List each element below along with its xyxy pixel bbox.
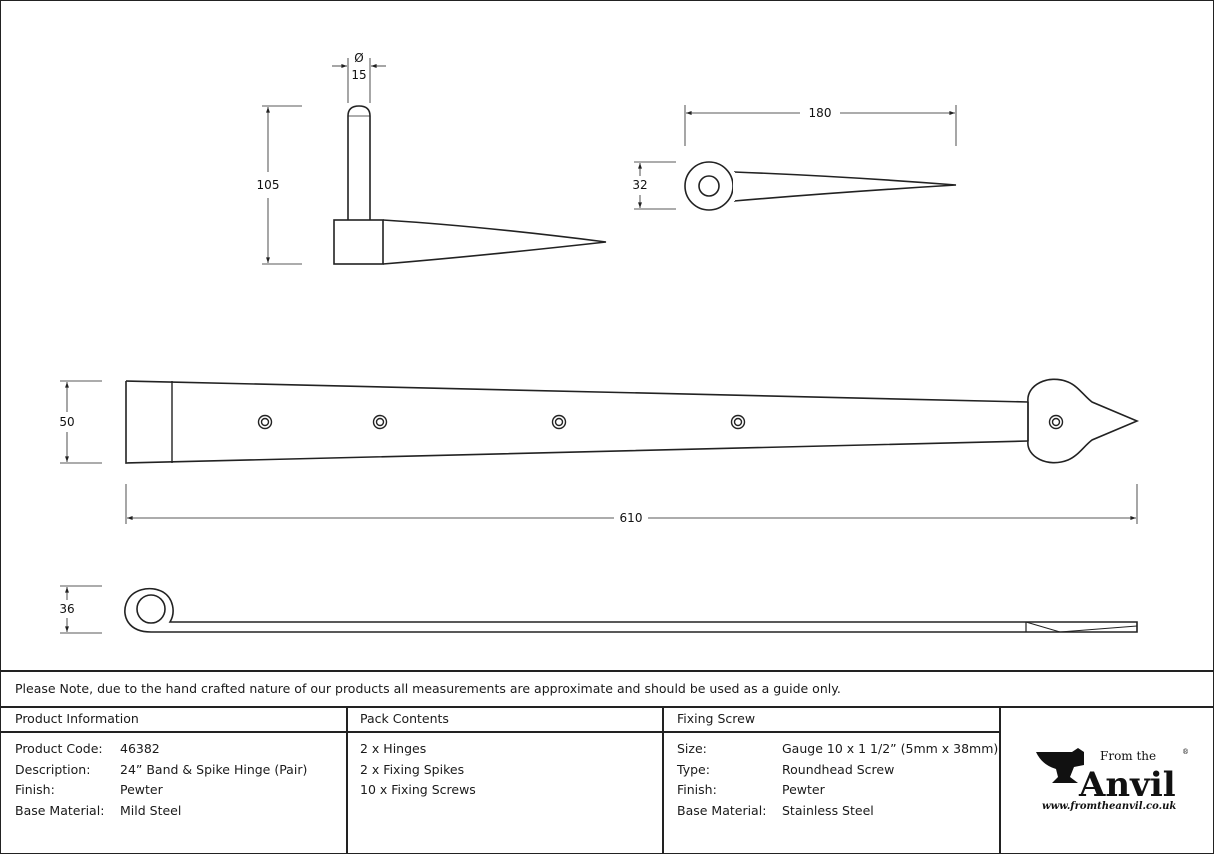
product-code-value: 46382: [120, 741, 160, 756]
side-height-label: 36: [59, 602, 74, 616]
column-divider-3: [999, 706, 1001, 854]
strap-side-drawing: [60, 585, 1138, 634]
spike-drawing: [634, 105, 957, 211]
technical-drawing: Ø 15 105 180 32 50 610 36: [59, 51, 1140, 634]
strap-drawing: [60, 378, 1140, 524]
pack-item: 2 x Fixing Spikes: [360, 761, 465, 777]
screw-size-value: Gauge 10 x 1 1/2” (5mm x 38mm): [782, 741, 999, 756]
strap-width-label: 50: [59, 415, 74, 429]
header-divider: [0, 731, 1000, 733]
pin-drawing: [262, 58, 607, 265]
fixing-screw-values: Gauge 10 x 1 1/2” (5mm x 38mm) Roundhead…: [782, 739, 998, 821]
spike-eye-height-label: 32: [632, 178, 647, 192]
column-divider-1: [346, 706, 348, 854]
pin-height-label: 105: [257, 178, 280, 192]
screw-finish-label: Finish:: [677, 782, 717, 797]
spike-length-label: 180: [809, 106, 832, 120]
fixing-screw-labels: Size: Type: Finish: Base Material:: [677, 739, 766, 821]
pack-contents-list: 2 x Hinges 2 x Fixing Spikes 10 x Fixing…: [360, 739, 476, 801]
product-info-values: 46382 24” Band & Spike Hinge (Pair) Pewt…: [120, 739, 307, 821]
product-info-heading: Product Information: [15, 711, 139, 726]
base-material-label: Base Material:: [15, 802, 105, 818]
measurement-note: Please Note, due to the hand crafted nat…: [15, 681, 841, 696]
strap-length-label: 610: [620, 511, 643, 525]
description-value: 24” Band & Spike Hinge (Pair): [120, 761, 308, 777]
screw-finish-value: Pewter: [782, 782, 825, 797]
pin-diameter-label: 15: [351, 68, 366, 82]
screw-type-label: Type:: [677, 761, 710, 777]
pack-item: 2 x Hinges: [360, 741, 427, 756]
pack-item: 10 x Fixing Screws: [360, 782, 476, 797]
logo-url: www.fromtheanvil.co.uk: [1042, 801, 1176, 812]
column-divider-2: [662, 706, 664, 854]
screw-size-label: Size:: [677, 741, 707, 756]
anvil-icon: [1036, 748, 1084, 783]
description-label: Description:: [15, 761, 91, 777]
finish-value: Pewter: [120, 782, 163, 797]
note-divider: [0, 706, 1214, 708]
finish-label: Finish:: [15, 782, 55, 797]
fixing-screw-heading: Fixing Screw: [677, 711, 756, 726]
logo-from-the: From the: [1100, 749, 1156, 763]
screw-material-label: Base Material:: [677, 802, 767, 818]
product-code-label: Product Code:: [15, 741, 103, 756]
registered-mark: ®: [1182, 748, 1189, 756]
logo-brand: Anvil: [1078, 765, 1176, 805]
from-the-anvil-logo: From the ® Anvil www.fromtheanvil.co.uk: [1036, 748, 1189, 812]
pin-diameter-symbol: Ø: [354, 51, 363, 65]
pack-contents-heading: Pack Contents: [360, 711, 449, 726]
base-material-value: Mild Steel: [120, 802, 182, 818]
screw-type-value: Roundhead Screw: [782, 761, 895, 777]
screw-material-value: Stainless Steel: [782, 802, 874, 818]
product-info-labels: Product Code: Description: Finish: Base …: [15, 739, 104, 821]
table-top-border: [0, 670, 1214, 672]
